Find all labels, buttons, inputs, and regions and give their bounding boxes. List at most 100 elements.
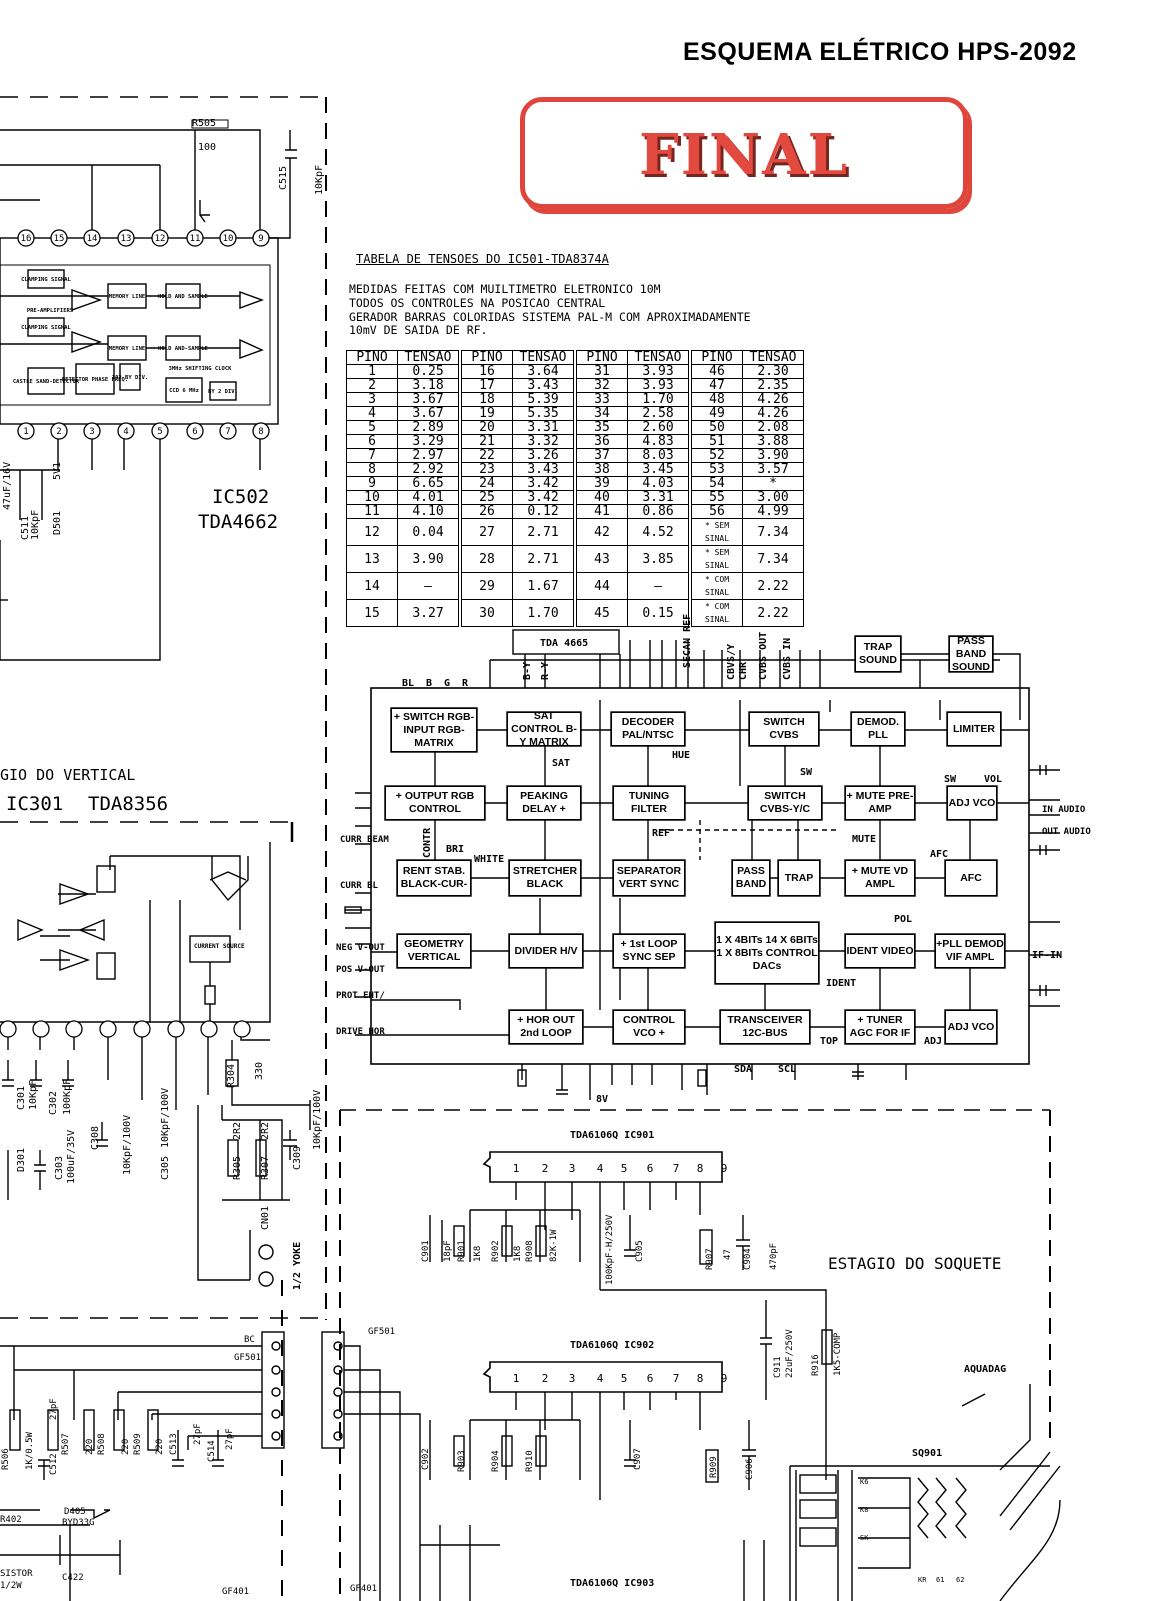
connector-label: GF401 (350, 1584, 377, 1594)
socket-pin: 62 (956, 1576, 964, 1584)
pin-label: OUT AUDIO (1042, 827, 1091, 837)
ic501-block-hor-out: + HOR OUT 2nd LOOP (509, 1010, 583, 1044)
component-label: C905 (635, 1240, 645, 1262)
ic501-block-transceiver: TRANSCEIVER 12C-BUS (720, 1010, 810, 1044)
component-label: 10KpF (28, 1080, 39, 1110)
socket-pin: K6 (860, 1478, 868, 1486)
voltage-table-cell: 4.99 (742, 504, 804, 519)
ic-pin-number: 2 (542, 1372, 549, 1385)
component-label: R909 (709, 1456, 719, 1478)
pin-label: CURR BL (340, 881, 379, 891)
table-note: GERADOR BARRAS COLORIDAS SISTEMA PAL-M C… (349, 310, 751, 324)
component-label: D301 (16, 1148, 27, 1172)
pin-label: IDENT (826, 978, 856, 989)
sheet-title: ESQUEMA ELÉTRICO HPS-2092 (683, 38, 1077, 66)
voltage-table-cell: 4.52 (627, 518, 691, 546)
pin-label: SECAN REF (682, 614, 693, 668)
component-label: 10KpF/100V (312, 1090, 323, 1150)
connector-label: GF501 (234, 1353, 261, 1363)
voltage-table-cell: * COM SINAL (688, 599, 743, 627)
connector-label: GF401 (222, 1587, 249, 1597)
component-label: C309 (292, 1146, 303, 1170)
ic501-block-mute-vd-ampl: + MUTE VD AMPL (845, 860, 915, 896)
ic502-block-label: CCD 6 MHz (169, 388, 199, 394)
component-label: 1K/0.5W (25, 1431, 35, 1470)
ic502-pin: 12 (155, 234, 166, 244)
ic501-block-pll-demod: +PLL DEMOD VIF AMPL (935, 934, 1005, 968)
ic501-block-tuning-filter: TUNING FILTER (613, 786, 685, 820)
ic-pin-number: 3 (569, 1372, 576, 1385)
final-stamp: FINAL (520, 97, 968, 209)
ic502-block-label: CLAMPING SIGNAL (21, 325, 71, 331)
pin-label: SCL (778, 1064, 796, 1075)
voltage-table-cell: 3.00 (742, 490, 804, 505)
voltage-table-cell: 4.26 (742, 406, 804, 421)
voltage-table-cell: 0.25 (397, 364, 461, 379)
ic-pin-number: 4 (597, 1372, 604, 1385)
voltage-table-cell: 23 (458, 462, 513, 477)
ic-pin-number: 8 (697, 1372, 704, 1385)
ic502-pin: 6 (192, 427, 197, 437)
component-label: 5V1 (52, 462, 63, 480)
voltage-table-cell: 3.27 (397, 599, 461, 627)
ic502-pin: 11 (190, 234, 201, 244)
ic502-pin: 4 (123, 427, 128, 437)
ic-pin-number: 8 (697, 1162, 704, 1175)
component-label: C904 (743, 1248, 753, 1270)
voltage-table-cell: 10 (346, 490, 398, 505)
component-label: 1K8 (513, 1246, 523, 1262)
component-label: 27pF (49, 1398, 59, 1420)
connector-label: CN01 (260, 1206, 271, 1230)
voltage-table-cell: 7.34 (742, 545, 804, 573)
ic903-label: TDA6106Q IC903 (570, 1578, 655, 1589)
ic501-block-adj-vco-audio: ADJ VCO (947, 786, 997, 820)
component-label: 470pF (769, 1243, 779, 1270)
pin-label: ADJ (924, 1036, 942, 1047)
pin-label: G (444, 678, 450, 689)
pin-label: POS V-OUT (336, 965, 385, 975)
voltage-table-cell: 0.12 (512, 504, 576, 519)
ic501-block-peaking: PEAKING DELAY + (507, 786, 581, 820)
ic502-block-label: MEMORY LINE (109, 346, 145, 352)
component-label: C303 (54, 1156, 65, 1180)
component-label: 330 (254, 1062, 265, 1080)
component-label: R901 (457, 1240, 467, 1262)
ic502-pin: 2 (56, 427, 61, 437)
component-label: C906 (745, 1458, 755, 1480)
component-label: 10KpF/100V (122, 1115, 133, 1175)
ic501-block-pass-band: PASS BAND (732, 860, 770, 896)
voltage-table-cell: 29 (458, 572, 513, 600)
ic501-block-output-rgb: + OUTPUT RGB CONTROL (385, 786, 485, 820)
table-note: 10mV DE SAIDA DE RF. (349, 323, 488, 337)
pin-label: R-Y (540, 662, 551, 680)
socket-pin: KR (918, 1576, 927, 1584)
pin-label: PROT EHT/ (336, 991, 385, 1001)
component-label: 220 (155, 1439, 165, 1455)
pin-label: CONTR (422, 827, 433, 858)
component-label: R506 (1, 1448, 11, 1470)
col-header: TENSAO (627, 350, 691, 365)
voltage-table-cell: 0.15 (627, 599, 691, 627)
ic501-block-sat-control: SAT CONTROL B-Y MATRIX (507, 710, 581, 748)
connector-label: BC (244, 1335, 255, 1345)
ic502-part: TDA4662 (198, 511, 279, 533)
pin-label: CVBS OUT (758, 632, 769, 680)
ic501-block-switch-cvbs: SWITCH CVBS (749, 712, 819, 746)
connector-label: GF501 (368, 1327, 395, 1337)
pin-label: B (426, 678, 432, 689)
ic502-pin: 7 (225, 427, 230, 437)
ic502-pin: 15 (54, 234, 65, 244)
voltage-table-title: TABELA DE TENSOES DO IC501-TDA8374A (356, 252, 609, 266)
voltage-table-cell: 30 (458, 599, 513, 627)
component-label: 100uF/35V (66, 1130, 77, 1184)
component-label: 27pF (225, 1428, 235, 1450)
ic301-part: TDA8356 (88, 793, 169, 815)
ic502-block-label: MEMORY LINE (109, 294, 145, 300)
voltage-table-cell: 46 (688, 364, 743, 379)
ic502-block-label: HOLD AND-SAMPLE (158, 346, 208, 352)
component-label: C301 (16, 1086, 27, 1110)
ic-pin-number: 9 (721, 1372, 728, 1385)
